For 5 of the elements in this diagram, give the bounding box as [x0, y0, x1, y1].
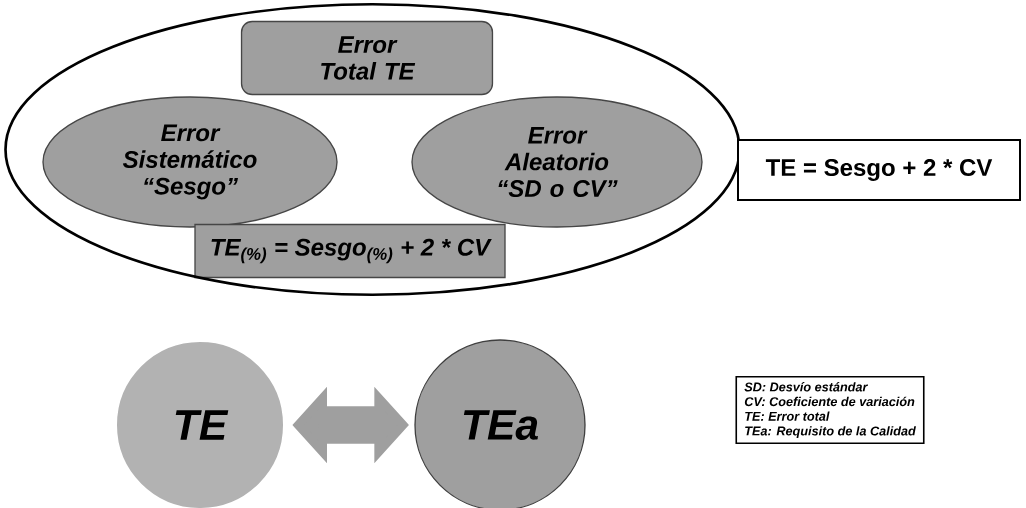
equation-box: TE = Sesgo + 2 * CV — [737, 139, 1021, 201]
rounded-box: Error Total TE — [240, 20, 494, 96]
definitions-box: SD: Desvío estándar CV: Coeficiente de variación TE: Error total TEa: Requisito de la Calidad — [735, 375, 925, 445]
oval-frame — [4, 2, 741, 297]
formula-box: TE$_{(%)}$ = Sesgo$_{(%)}$ + 2 * CV — [194, 223, 506, 279]
